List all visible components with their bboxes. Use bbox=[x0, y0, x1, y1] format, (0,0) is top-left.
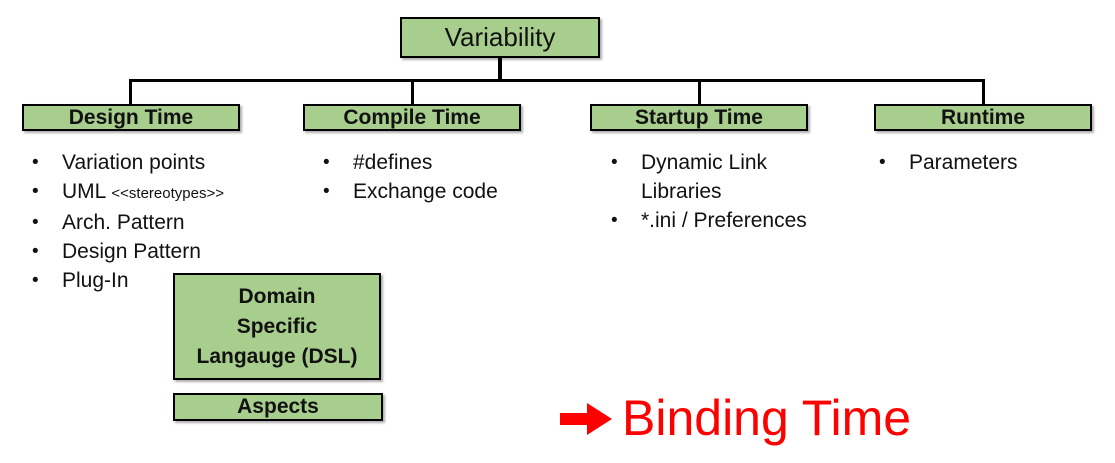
list-item: • Design Pattern bbox=[32, 237, 292, 266]
header-label-design-time: Design Time bbox=[68, 105, 194, 129]
connector-root-stem bbox=[498, 57, 502, 79]
list-item-text: #defines bbox=[353, 151, 433, 174]
connector-drop-runtime bbox=[982, 79, 985, 105]
list-item-text: Parameters bbox=[909, 151, 1018, 174]
bullet-icon: • bbox=[32, 212, 39, 233]
bullet-list-compile-time: • #defines • Exchange code bbox=[323, 148, 553, 206]
connector-horizontal bbox=[129, 79, 985, 82]
list-item: • #defines bbox=[323, 148, 553, 177]
dsl-line-1: Domain bbox=[238, 284, 316, 308]
aspects-label: Aspects bbox=[237, 395, 319, 418]
root-box-variability: Variability bbox=[400, 17, 600, 58]
bullet-list-runtime: • Parameters bbox=[879, 148, 1089, 177]
header-label-compile-time: Compile Time bbox=[343, 105, 481, 129]
bullet-list-startup-time: • Dynamic Link Libraries • *.ini / Prefe… bbox=[611, 148, 823, 235]
list-item-text: Variation points bbox=[62, 151, 206, 174]
connector-drop-startup bbox=[698, 79, 701, 105]
red-right-arrow-icon bbox=[560, 403, 612, 435]
bullet-icon: • bbox=[32, 152, 39, 173]
list-item-small: <<stereotypes>> bbox=[111, 185, 224, 202]
bullet-icon: • bbox=[323, 152, 330, 173]
list-item: • Plug-In bbox=[32, 266, 292, 295]
list-item-text: *.ini / Preferences bbox=[641, 209, 807, 232]
aspects-box: Aspects bbox=[173, 393, 383, 421]
list-item: • Dynamic Link Libraries bbox=[611, 148, 823, 206]
list-item: • Variation points bbox=[32, 148, 292, 177]
list-item-main: UML bbox=[62, 180, 106, 203]
bullet-icon: • bbox=[611, 210, 618, 231]
header-box-compile-time: Compile Time bbox=[303, 104, 521, 131]
connector-drop-design bbox=[129, 79, 132, 105]
root-box-label: Variability bbox=[444, 22, 556, 52]
list-item-text: Exchange code bbox=[353, 180, 498, 203]
list-item: • Exchange code bbox=[323, 177, 553, 206]
list-item: • UML <<stereotypes>> bbox=[32, 177, 292, 208]
header-label-startup-time: Startup Time bbox=[635, 105, 763, 129]
list-item: • *.ini / Preferences bbox=[611, 206, 823, 235]
list-item: • Parameters bbox=[879, 148, 1089, 177]
list-item-text: Dynamic Link Libraries bbox=[641, 151, 768, 203]
bullet-list-design-time: • Variation points • UML <<stereotypes>>… bbox=[32, 148, 292, 295]
bullet-icon: • bbox=[323, 181, 330, 202]
list-item: • Arch. Pattern bbox=[32, 208, 292, 237]
header-box-design-time: Design Time bbox=[22, 104, 240, 131]
header-box-startup-time: Startup Time bbox=[590, 104, 808, 131]
list-item-text: Plug-In bbox=[62, 269, 129, 292]
bullet-icon: • bbox=[32, 181, 39, 202]
header-box-runtime: Runtime bbox=[874, 104, 1092, 131]
header-label-runtime: Runtime bbox=[941, 105, 1025, 129]
bullet-icon: • bbox=[611, 152, 618, 173]
dsl-line-3: Langauge (DSL) bbox=[196, 344, 358, 368]
list-item-text: UML <<stereotypes>> bbox=[62, 177, 292, 208]
dsl-line-2: Specific bbox=[236, 314, 318, 338]
list-item-text: Design Pattern bbox=[62, 240, 201, 263]
connector-drop-compile bbox=[411, 79, 414, 105]
binding-time-annotation: Binding Time bbox=[622, 390, 912, 446]
dsl-box: Domain Specific Langauge (DSL) bbox=[173, 273, 381, 380]
bullet-icon: • bbox=[32, 241, 39, 262]
bullet-icon: • bbox=[879, 152, 886, 173]
bullet-icon: • bbox=[32, 270, 39, 291]
list-item-text: Arch. Pattern bbox=[62, 211, 185, 234]
